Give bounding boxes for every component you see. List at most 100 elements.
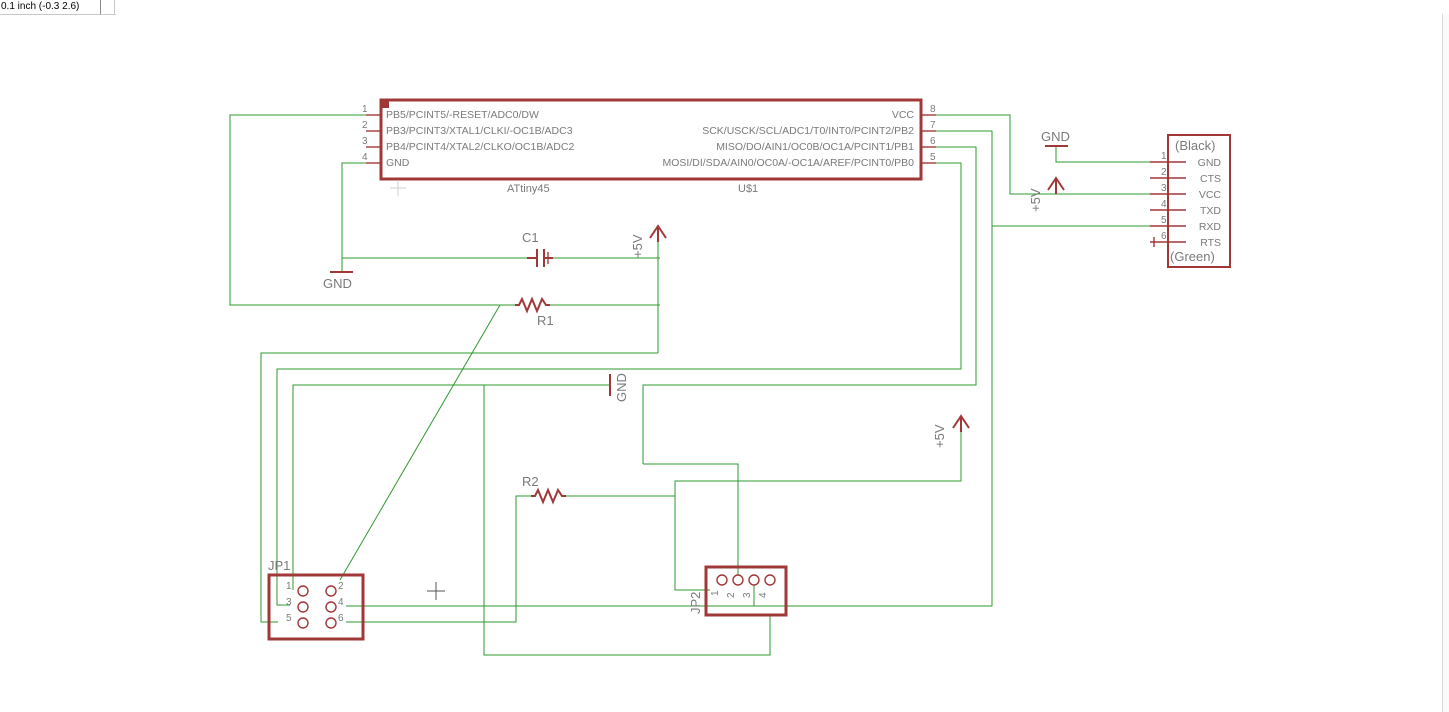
pin-number: 1 [286,581,292,592]
part-ref: R1 [537,313,554,328]
pin-number: 2 [726,592,737,598]
wire[interactable] [341,162,366,272]
pin-number: 2 [338,581,344,592]
header-pin [764,574,776,586]
pin-label: SCK/USCK/SCL/ADC1/T0/INT0/PCINT2/PB2 [702,125,914,137]
wire[interactable] [1055,146,1168,163]
pin-number: 3 [1161,183,1167,194]
resistor-r2[interactable]: R2 [522,474,566,505]
pin-label: PB5/PCINT5/-RESET/ADC0/DW [386,109,539,121]
gnd-symbol-u1[interactable]: GND [323,271,353,291]
power-label: +5V [630,234,645,258]
pin-number: 4 [338,597,344,608]
wire[interactable] [753,585,992,607]
pin-label: GND [1198,157,1222,169]
canvas-edge [1442,14,1449,712]
part-ref: C1 [522,230,539,245]
part-ref: R2 [522,474,539,489]
header-pin [325,585,337,597]
resistor-zigzag [531,487,566,505]
power-label: +5V [932,424,947,448]
vcc-symbol-c1[interactable]: +5V [630,224,667,258]
pin-label: TXD [1200,205,1221,217]
header-pin [716,574,728,586]
wire[interactable] [276,162,962,606]
pin-number: 4 [758,592,769,598]
wires [229,114,1168,656]
part-ref: JP2 [688,592,703,614]
part-value: ATtiny45 [507,183,550,195]
pin-number: 4 [1161,199,1167,210]
ftdi-header[interactable]: (Black) (Green) 1 2 3 4 5 6 GND CTS VCC … [1150,134,1231,268]
pin-number: 3 [286,597,292,608]
power-label: GND [323,276,352,291]
jp1-header[interactable]: JP1 1 2 3 4 5 6 [267,558,365,641]
vcc-symbol-ftdi[interactable]: +5V [1028,176,1065,212]
pin-number: 5 [930,152,936,163]
attiny45-chip[interactable]: 1 2 3 4 PB5/PCINT5/-RESET/ADC0/DW PB3/PC… [362,98,936,196]
capacitor-c1[interactable]: C1 [522,230,553,267]
gnd-symbol-mid[interactable]: GND [609,373,629,402]
wire[interactable] [674,496,710,591]
header-pin [297,585,309,597]
header-pin [325,617,337,629]
pin1-marker [380,99,389,108]
header-pin [297,601,309,613]
power-label: GND [614,373,629,402]
pin-number: 1 [362,104,368,115]
pin-number: 6 [1161,231,1167,242]
pin-label: PB4/PCINT4/XTAL2/CLKO/OC1B/ADC2 [386,141,574,153]
wire[interactable] [260,352,658,623]
wire[interactable] [346,495,533,623]
pin-label: CTS [1200,173,1221,185]
wire[interactable] [346,130,993,607]
cursor-crosshair [427,582,445,600]
pin-label: RTS [1200,237,1221,249]
status-bar: 0.1 inch (-0.3 2.6) [0,0,116,15]
pin-label: PB3/PCINT3/XTAL1/CLKI/-OC1B/ADC3 [386,125,573,137]
status-divider [100,0,101,14]
wire[interactable] [339,304,501,581]
part-ref: JP1 [268,558,290,573]
power-label: GND [1041,129,1070,144]
ftdi-body [1167,134,1231,268]
wire[interactable] [483,385,771,656]
part-ref: U$1 [738,183,758,195]
gnd-symbol-ftdi[interactable]: GND [1041,129,1070,147]
wire[interactable] [674,430,962,496]
pin-label: MISO/DO/AIN1/OC0B/OC1A/PCINT1/PB1 [716,141,914,153]
pin-number: 2 [1161,167,1167,178]
power-label: +5V [1028,188,1043,212]
resistor-r1[interactable]: R1 [515,296,554,328]
pin-label: MOSI/DI/SDA/AIN0/OC0A/-OC1A/AREF/PCINT0/… [663,157,915,169]
pin-label: VCC [1199,189,1222,201]
pin-number: 6 [338,613,344,624]
pin-number: 4 [362,152,368,163]
pin-number: 3 [742,592,753,598]
wire[interactable] [229,114,517,306]
pin-number: 5 [286,613,292,624]
pin-number: 1 [1161,151,1167,162]
wire[interactable] [642,146,977,464]
header-pin [732,574,744,586]
header-pin [297,617,309,629]
coordinate-readout: 0.1 inch (-0.3 2.6) [1,1,80,12]
pin-number: 8 [930,104,936,115]
header-pin [325,601,337,613]
jp2-header[interactable]: 1 2 3 4 JP2 [688,565,788,617]
chip-body [379,98,923,181]
pin-number: 6 [930,136,936,147]
pin-number: 1 [710,590,721,596]
vcc-symbol-right[interactable]: +5V [932,414,970,448]
ftdi-bottom-label: (Green) [1170,249,1215,264]
wire[interactable] [292,384,610,590]
pin-number: 3 [362,136,368,147]
header-pin [748,574,760,586]
pin-label: VCC [892,109,915,121]
wire[interactable] [643,463,739,575]
wire[interactable] [933,114,1168,195]
ftdi-top-label: (Black) [1175,138,1215,153]
pin-number: 7 [930,120,936,131]
resistor-zigzag [515,296,550,314]
